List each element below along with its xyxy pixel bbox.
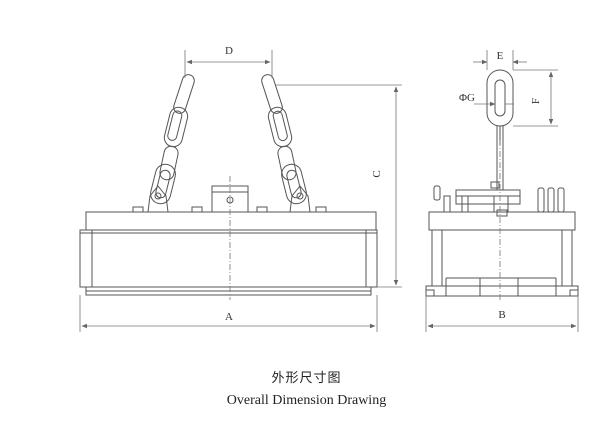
right-chain — [261, 74, 307, 205]
caption-chinese: 外形尺寸图 — [271, 371, 342, 386]
front-view — [79, 74, 378, 296]
label-g: ΦG — [459, 92, 475, 104]
front-dimensions — [79, 50, 402, 332]
left-chain — [150, 74, 195, 205]
front-body — [79, 229, 378, 288]
side-base — [425, 285, 579, 297]
front-top-plate — [85, 211, 377, 231]
label-d: D — [225, 45, 233, 57]
label-f: F — [530, 98, 542, 104]
chain-link-detail — [486, 69, 514, 145]
label-a: A — [225, 311, 233, 323]
side-dimensions — [425, 50, 579, 332]
label-c: C — [371, 170, 383, 177]
side-view — [425, 124, 579, 297]
label-b: B — [498, 309, 505, 321]
caption-english: Overall Dimension Drawing — [226, 393, 387, 408]
side-top-plate — [428, 211, 576, 231]
label-e: E — [497, 50, 504, 62]
side-body — [431, 229, 573, 287]
